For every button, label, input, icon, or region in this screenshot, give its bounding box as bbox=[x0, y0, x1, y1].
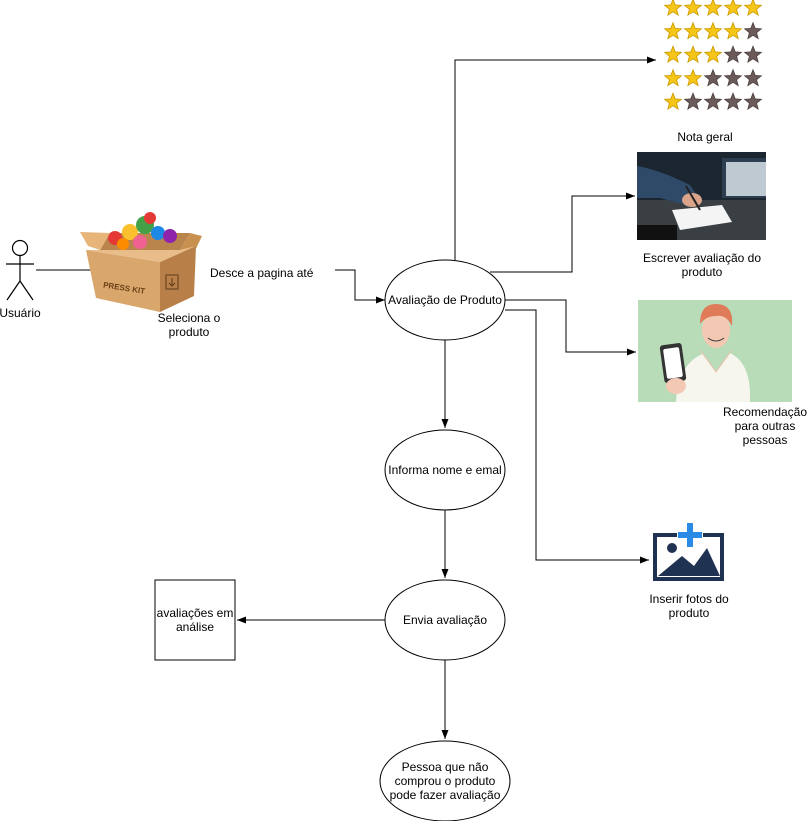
star-empty-icon bbox=[723, 92, 743, 111]
review-to-write-edge bbox=[490, 192, 635, 273]
analysis-node-label[interactable]: avaliações em análise bbox=[156, 606, 234, 634]
star-filled-icon bbox=[743, 0, 763, 17]
star-empty-icon bbox=[743, 45, 763, 64]
star-filled-icon bbox=[663, 45, 683, 64]
star-empty-icon bbox=[743, 21, 763, 40]
star-filled-icon bbox=[683, 45, 703, 64]
star-empty-icon bbox=[743, 68, 763, 87]
write-caption: Escrever avaliação do produto bbox=[642, 251, 762, 279]
star-filled-icon bbox=[683, 21, 703, 40]
product-caption: Seleciona o produto bbox=[157, 311, 221, 339]
star-filled-icon bbox=[723, 21, 743, 40]
star-empty-icon bbox=[723, 68, 743, 87]
scroll-edge-label: Desce a pagina até bbox=[210, 266, 314, 280]
insert-photo-icon bbox=[653, 522, 724, 581]
star-empty-icon bbox=[703, 92, 723, 111]
send-node-label[interactable]: Envia avaliação bbox=[402, 613, 488, 627]
inform-node-label[interactable]: Informa nome e emal bbox=[388, 463, 502, 477]
star-filled-icon bbox=[703, 0, 723, 17]
star-empty-icon bbox=[743, 92, 763, 111]
rating-caption: Nota geral bbox=[677, 130, 733, 144]
star-filled-icon bbox=[663, 0, 683, 17]
star-filled-icon bbox=[663, 21, 683, 40]
review-to-photos-edge bbox=[505, 309, 649, 564]
star-filled-icon bbox=[723, 0, 743, 17]
photos-caption: Inserir fotos do produto bbox=[649, 592, 729, 620]
actor-label: Usuário bbox=[0, 306, 41, 320]
recommend-person-image bbox=[638, 300, 792, 402]
review-to-recommend-edge bbox=[505, 299, 636, 356]
scroll-to-review-edge bbox=[335, 269, 385, 304]
star-filled-icon bbox=[663, 68, 683, 87]
star-filled-icon bbox=[703, 45, 723, 64]
review-node-label[interactable]: Avaliação de Produto bbox=[388, 293, 502, 307]
rating-stars-group bbox=[663, 0, 763, 111]
nonbuyer-node-shape bbox=[379, 740, 511, 821]
star-filled-icon bbox=[683, 0, 703, 17]
writing-review-image bbox=[637, 152, 766, 240]
star-empty-icon bbox=[723, 45, 743, 64]
star-filled-icon bbox=[683, 68, 703, 87]
star-filled-icon bbox=[663, 92, 683, 111]
star-empty-icon bbox=[683, 92, 703, 111]
user-actor-icon bbox=[6, 239, 34, 301]
press-kit-box-icon bbox=[80, 212, 202, 312]
nonbuyer-node-label[interactable]: Pessoa que não comprou o produto pode fa… bbox=[389, 760, 501, 802]
review-to-rating-edge bbox=[454, 56, 656, 260]
analysis-node-shape bbox=[154, 579, 236, 661]
star-filled-icon bbox=[703, 21, 723, 40]
recommend-caption: Recomendação para outras pessoas bbox=[722, 405, 808, 447]
star-empty-icon bbox=[703, 68, 723, 87]
